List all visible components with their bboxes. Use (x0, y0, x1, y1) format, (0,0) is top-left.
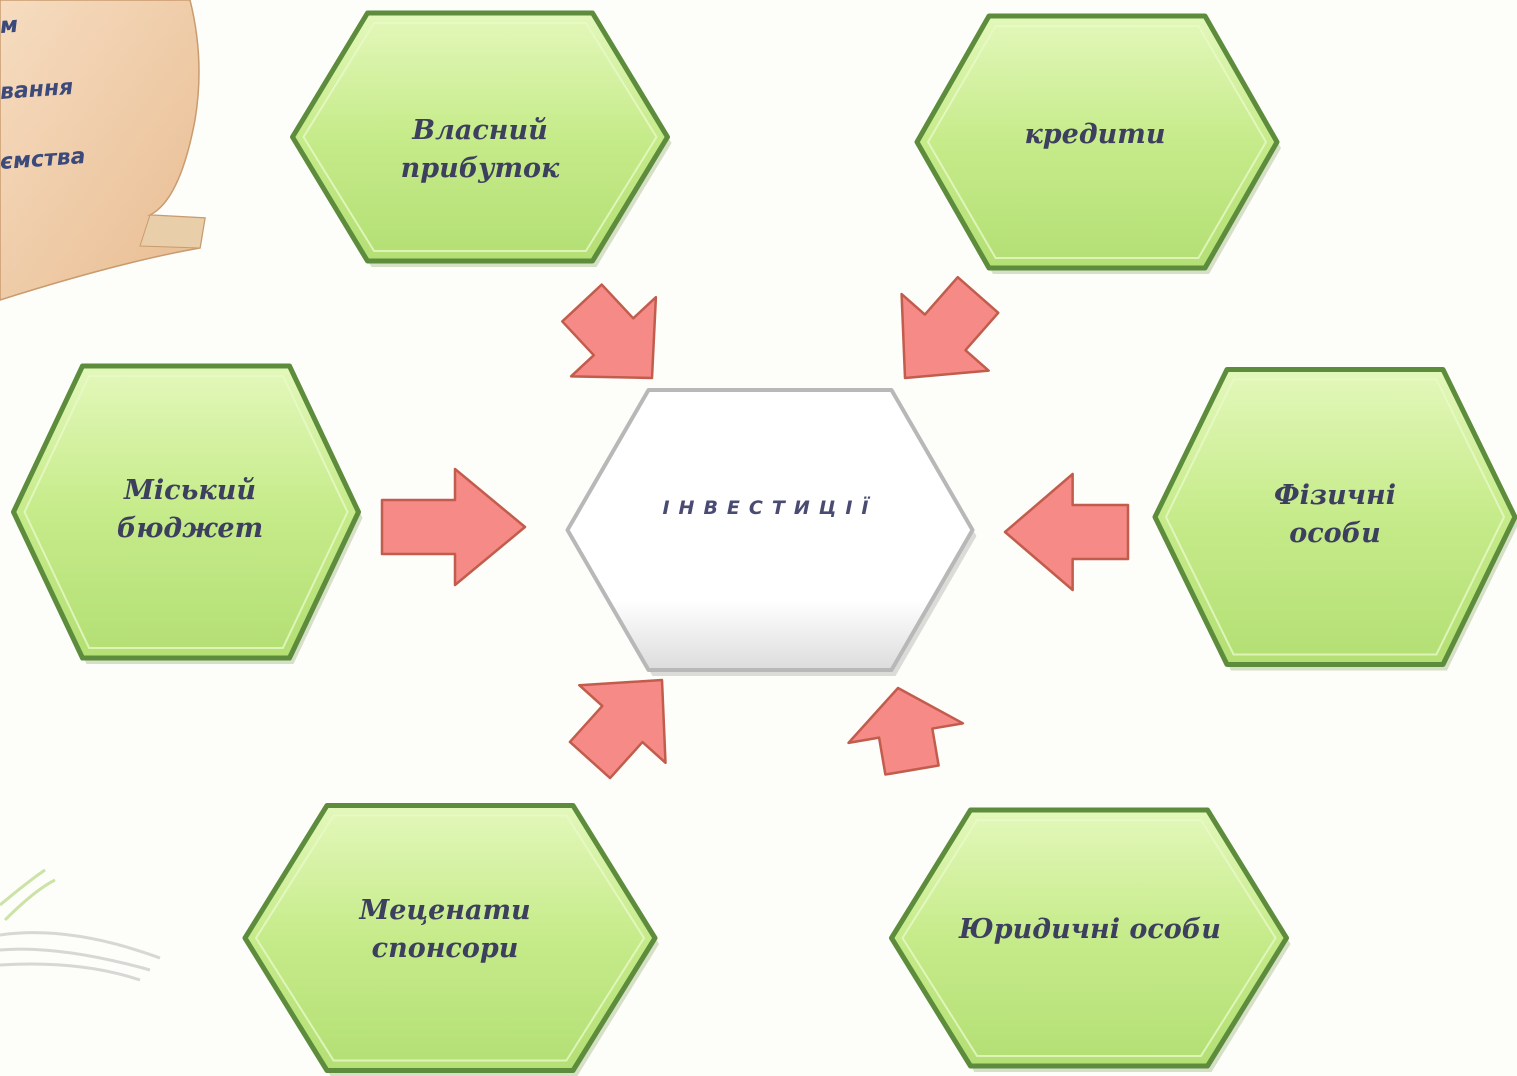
grass-decoration-stroke (0, 868, 46, 907)
grass-decoration-stroke (0, 947, 151, 972)
arrow-from-patrons-sponsors (568, 678, 667, 780)
hexagon-individuals (1152, 367, 1517, 667)
hexagon-patrons-sponsors-inner-highlight (254, 814, 646, 1062)
arrow-from-individuals (1003, 472, 1130, 592)
hexagon-credits-inner-highlight (926, 25, 1268, 259)
center-hexagon-investments (565, 388, 975, 672)
corner-bubble-tail (139, 214, 206, 249)
arrows-layer (380, 275, 1130, 780)
hexagon-own-profit (290, 10, 670, 264)
grass-decoration-stroke (0, 962, 141, 982)
grass-decoration-stroke (0, 931, 161, 960)
arrow-from-credits (900, 275, 1000, 380)
arrow-from-own-profit (561, 283, 658, 380)
decoration-layer (0, 0, 206, 982)
hexagon-credits (914, 13, 1280, 271)
arrow-from-city-budget (380, 467, 527, 587)
hexagon-legal-entities (889, 807, 1289, 1069)
grass-decoration-stroke (3, 878, 56, 922)
hexagons-layer (11, 10, 1517, 1076)
hexagon-individuals-inner-highlight (1164, 378, 1506, 656)
hexagon-patrons-sponsors (242, 803, 658, 1073)
corner-speech-bubble-shape (0, 0, 206, 301)
hexagon-own-profit-inner-highlight (302, 22, 658, 252)
hexagon-city-budget (11, 363, 361, 661)
arrow-from-legal-entities (847, 686, 965, 776)
hexagon-legal-entities-inner-highlight (901, 819, 1277, 1057)
hexagon-city-budget-inner-highlight (23, 375, 349, 649)
